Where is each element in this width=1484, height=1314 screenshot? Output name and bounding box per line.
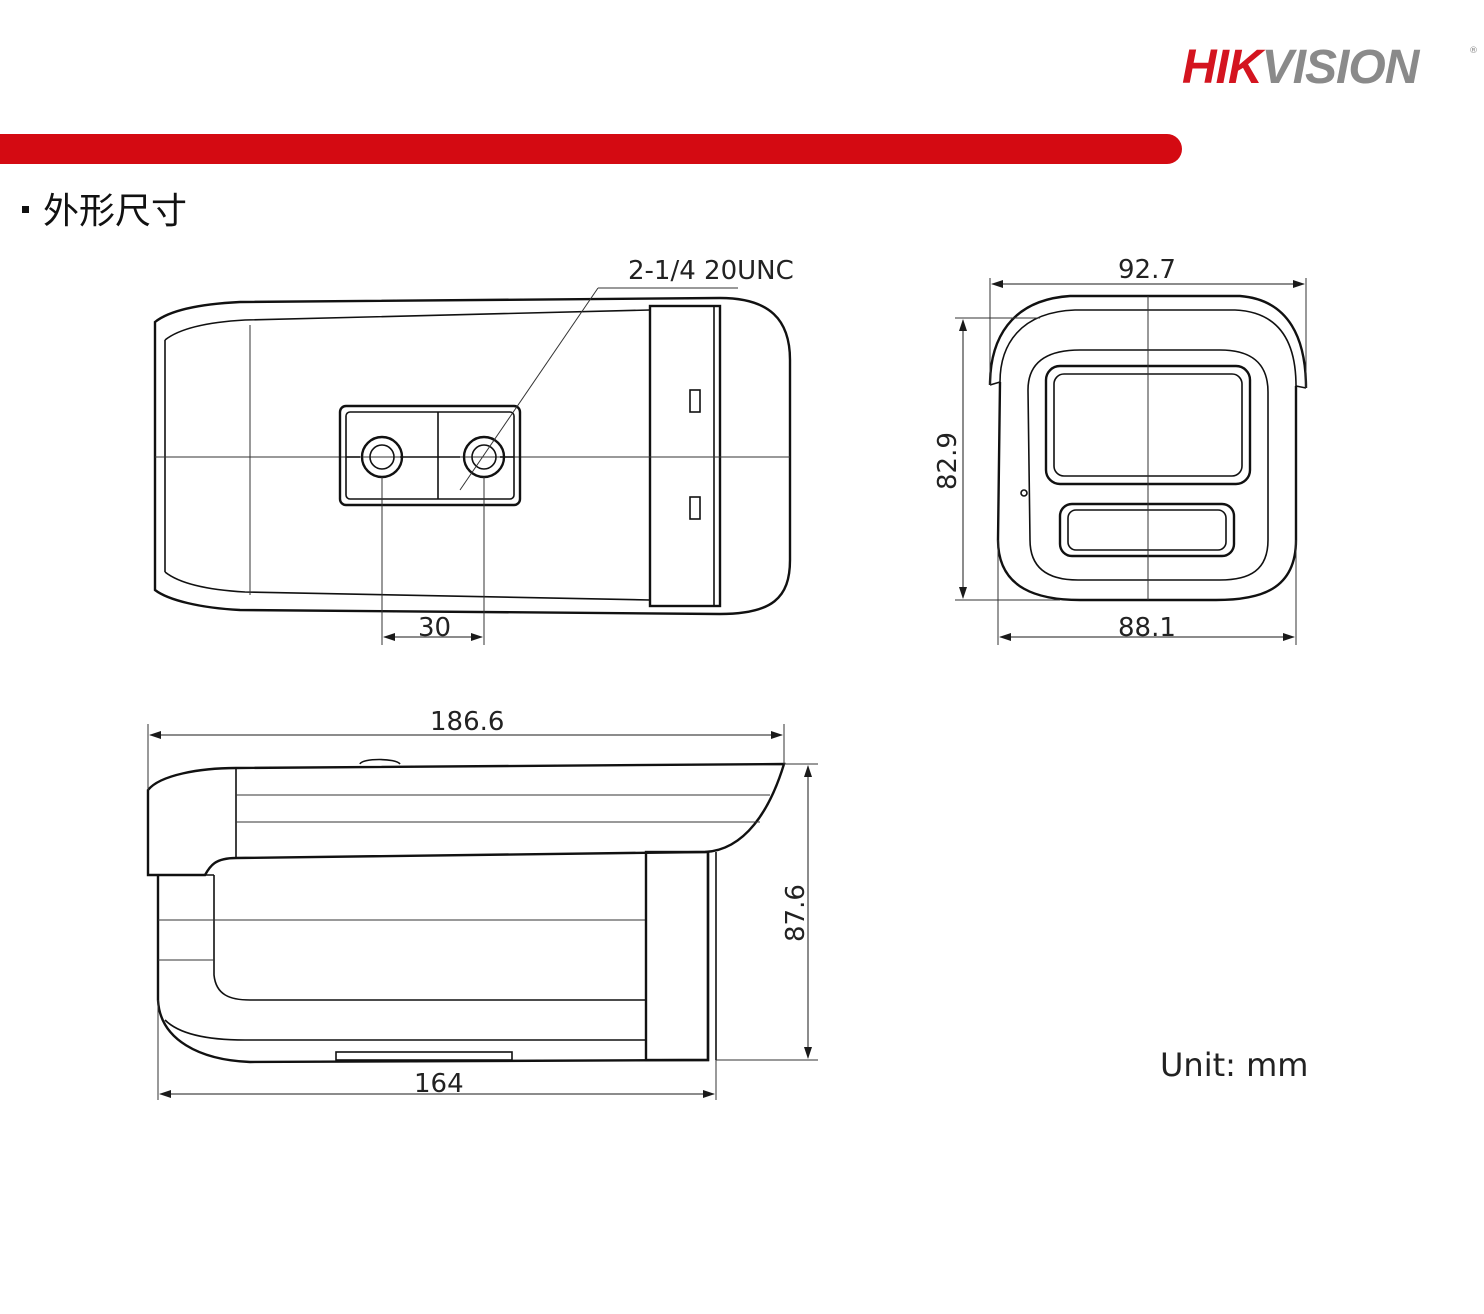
header-red-bar bbox=[0, 134, 1182, 164]
section-title-text: 外形尺寸 bbox=[43, 191, 188, 232]
logo-wordmark: HIKVISION bbox=[1182, 40, 1472, 96]
logo-red-part: HIK bbox=[1182, 41, 1263, 94]
front-width-top-label: 92.7 bbox=[1118, 255, 1176, 285]
logo-gray-part: VISION bbox=[1261, 41, 1420, 94]
top-view: 2-1/4 20UNC 30 bbox=[153, 256, 794, 645]
registered-mark: ® bbox=[1469, 46, 1478, 56]
front-view: 92.7 82.9 88.1 bbox=[933, 255, 1308, 645]
side-length-total-label: 186.6 bbox=[430, 707, 504, 737]
mount-spacing-label: 30 bbox=[418, 613, 451, 643]
front-width-bottom-label: 88.1 bbox=[1118, 613, 1176, 643]
section-title: 外形尺寸 bbox=[22, 190, 187, 234]
front-height-label: 82.9 bbox=[933, 432, 963, 490]
bullet-icon bbox=[22, 205, 29, 213]
thread-spec-label: 2-1/4 20UNC bbox=[628, 256, 794, 286]
side-view: 186.6 87.6 164 bbox=[146, 707, 818, 1100]
side-height-label: 87.6 bbox=[781, 884, 811, 942]
side-length-body-label: 164 bbox=[414, 1069, 464, 1099]
unit-label: Unit: mm bbox=[1160, 1046, 1309, 1084]
hikvision-logo: HIKVISION ® bbox=[1182, 40, 1478, 96]
